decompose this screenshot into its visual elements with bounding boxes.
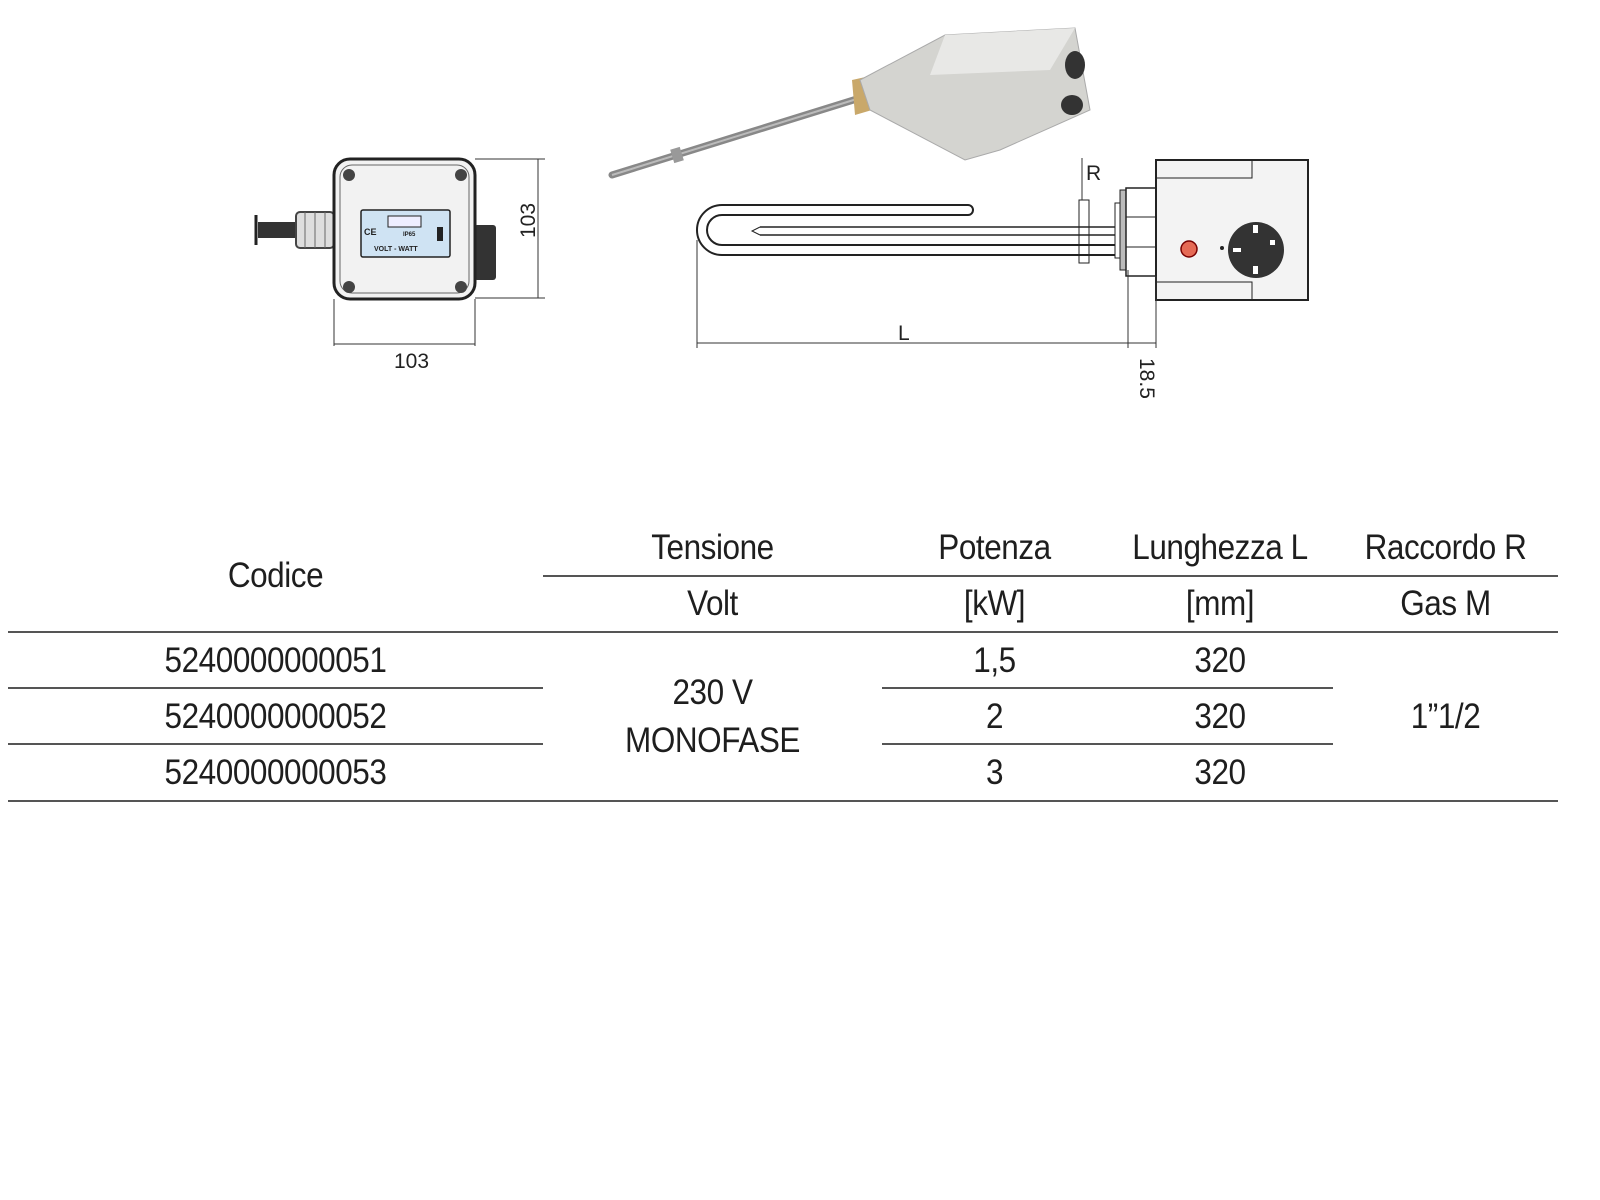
divider bbox=[882, 687, 1333, 689]
row-power: 1,5 bbox=[973, 641, 1016, 680]
row-code: 5240000000052 bbox=[164, 697, 387, 736]
heater-product-photo bbox=[608, 27, 1091, 179]
row-power: 3 bbox=[985, 753, 1004, 792]
flange-label: 18.5 bbox=[1135, 358, 1158, 399]
fitting-value: 1”1/2 bbox=[1410, 697, 1481, 736]
row-length: 320 bbox=[1194, 753, 1246, 792]
label-text: VOLT - WATT bbox=[374, 246, 418, 253]
header-power-unit: [kW] bbox=[963, 584, 1026, 623]
header-fitting: Raccordo R bbox=[1364, 528, 1527, 567]
box-height-label: 103 bbox=[517, 203, 540, 238]
technical-drawing: CE IP65 VOLT - WATT 103 103 bbox=[254, 27, 1309, 399]
header-fitting-unit: Gas M bbox=[1400, 584, 1491, 623]
divider bbox=[8, 687, 543, 689]
row-code: 5240000000051 bbox=[164, 641, 387, 680]
divider bbox=[543, 575, 1558, 577]
divider bbox=[8, 800, 1558, 802]
row-code: 5240000000053 bbox=[164, 753, 387, 792]
heater-drawing: L R 18.5 bbox=[696, 158, 1309, 399]
divider bbox=[882, 743, 1333, 745]
fitting-label: R bbox=[1086, 162, 1101, 185]
row-length: 320 bbox=[1194, 697, 1246, 736]
divider bbox=[8, 743, 543, 745]
voltage-value: 230 V bbox=[672, 673, 753, 712]
header-length: Lunghezza L bbox=[1132, 528, 1308, 567]
row-power: 2 bbox=[985, 697, 1004, 736]
header-voltage: Tensione bbox=[651, 528, 774, 567]
box-width-label: 103 bbox=[394, 350, 429, 373]
header-code: Codice bbox=[227, 556, 324, 595]
divider bbox=[8, 631, 1558, 633]
row-length: 320 bbox=[1194, 641, 1246, 680]
ce-mark: CE bbox=[364, 227, 377, 237]
phase-value: MONOFASE bbox=[625, 721, 800, 760]
ip-rating: IP65 bbox=[403, 232, 416, 238]
header-length-unit: [mm] bbox=[1185, 584, 1255, 623]
header-voltage-unit: Volt bbox=[687, 584, 738, 623]
control-box-drawing: CE IP65 VOLT - WATT 103 103 bbox=[254, 157, 545, 373]
header-power: Potenza bbox=[938, 528, 1051, 567]
length-label: L bbox=[898, 322, 910, 345]
